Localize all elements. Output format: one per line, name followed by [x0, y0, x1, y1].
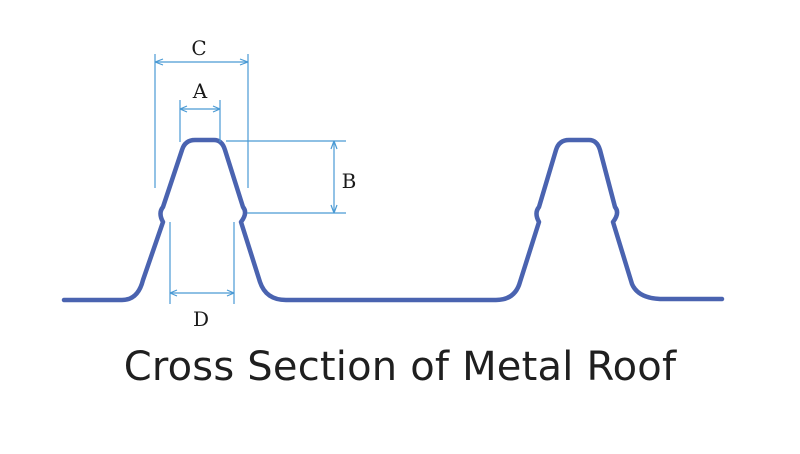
dimension-d: D	[169, 222, 235, 331]
diagram-caption: Cross Section of Metal Roof	[123, 344, 677, 390]
dimension-label-d: D	[193, 307, 209, 331]
dimension-a: A	[179, 79, 221, 142]
dimension-label-a: A	[192, 79, 208, 103]
roof-profile-line	[61, 137, 725, 303]
dimension-b: B	[226, 140, 357, 214]
dimension-c: C	[154, 36, 249, 188]
dimension-label-b: B	[342, 169, 357, 193]
dimension-label-c: C	[191, 36, 206, 60]
